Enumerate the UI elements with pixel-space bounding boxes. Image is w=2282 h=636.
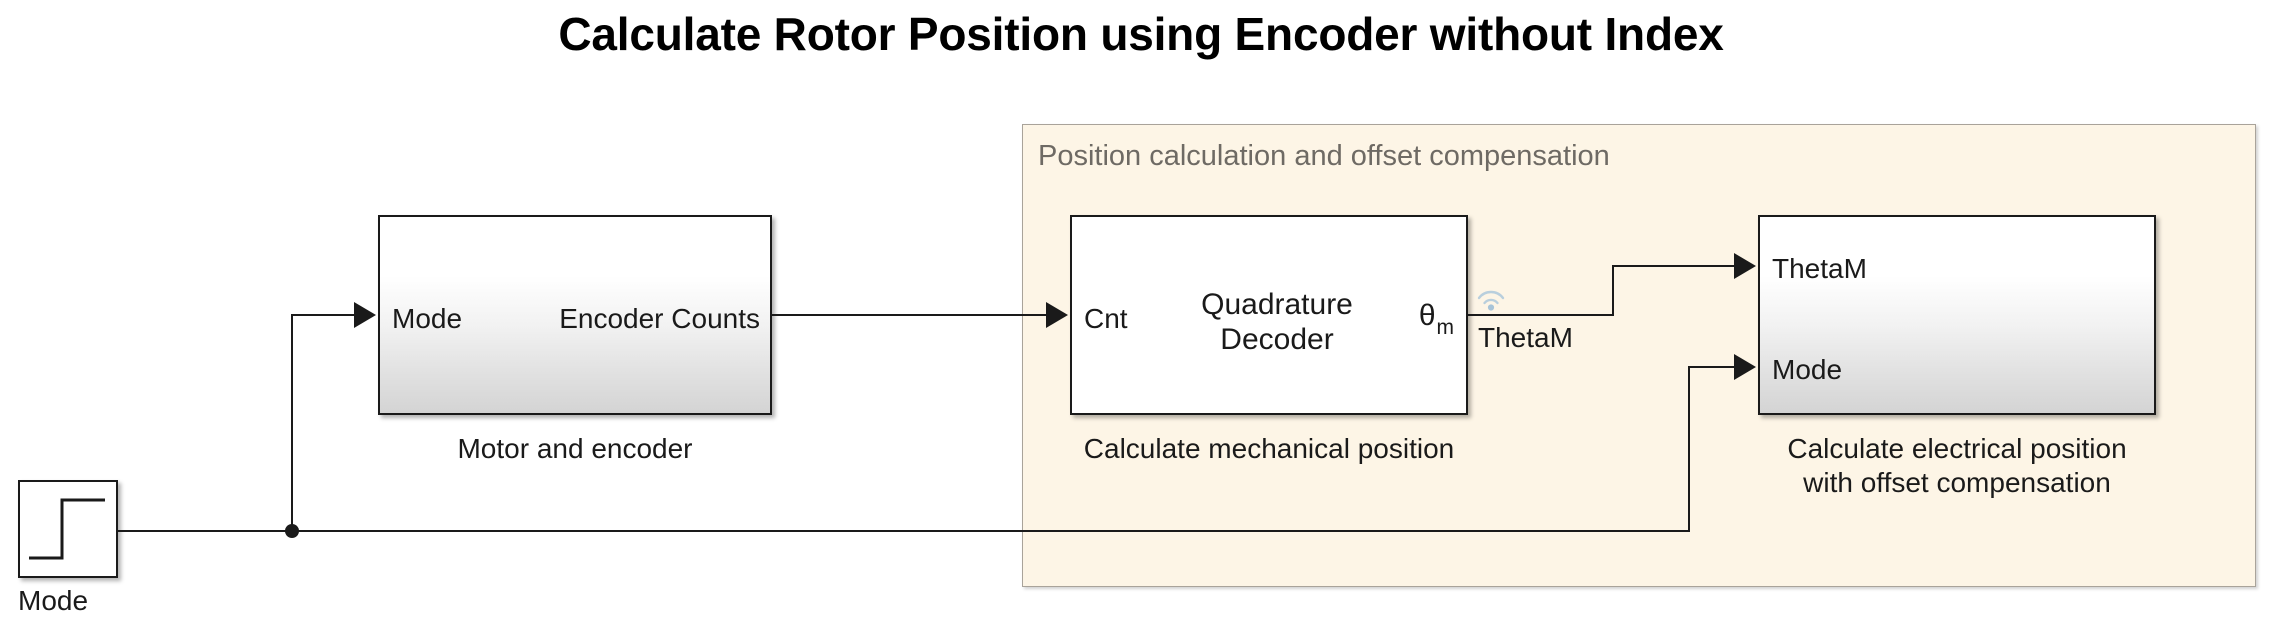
signal-logging-icon [1476, 288, 1506, 317]
arrow-motor-mode-input [354, 302, 376, 328]
port-label-electrical-theta-m-in: ThetaM [1772, 253, 1867, 284]
mode-signal-junction [285, 524, 299, 538]
wire-mode-branch-vertical [291, 314, 293, 531]
step-source-block[interactable] [18, 480, 118, 578]
signal-label-theta-m: ThetaM [1478, 322, 1573, 353]
arrow-electrical-mode-input [1734, 354, 1756, 380]
wire-theta-m-vertical [1612, 265, 1614, 316]
block-caption-calculate-electrical-position: Calculate electrical position with offse… [1787, 433, 2127, 498]
block-calculate-electrical-position[interactable]: ThetaM Mode [1758, 215, 2156, 415]
arrow-electrical-theta-m-input [1734, 253, 1756, 279]
wire-mode-riser-vertical [1688, 366, 1690, 532]
arrow-quadrature-cnt-input [1046, 302, 1068, 328]
step-source-caption: Mode [18, 585, 89, 616]
block-motor-and-encoder[interactable]: Mode Encoder Counts [378, 215, 772, 415]
wire-encoder-counts [772, 314, 1046, 316]
port-label-electrical-mode-in: Mode [1772, 354, 1843, 385]
block-body-quadrature-decoder: Quadrature Decoder [1201, 288, 1353, 357]
block-caption-motor-and-encoder: Motor and encoder [457, 433, 693, 464]
step-signal-icon [29, 498, 105, 560]
port-label-motor-mode-in: Mode [392, 303, 463, 334]
wire-mode-main-horizontal [118, 530, 1690, 532]
wire-mode-branch-horizontal [291, 314, 356, 316]
wire-theta-m-segment-1 [1468, 314, 1614, 316]
port-label-motor-encoder-counts-out: Encoder Counts [559, 303, 760, 334]
theta-symbol: θ [1418, 299, 1436, 332]
port-label-quadrature-theta-m-out: θm [1418, 299, 1455, 340]
theta-subscript: m [1436, 316, 1455, 340]
wire-theta-m-segment-2 [1612, 265, 1736, 267]
page-title: Calculate Rotor Position using Encoder w… [558, 8, 1724, 60]
wire-mode-riser-horizontal [1688, 366, 1736, 368]
subsystem-area-label: Position calculation and offset compensa… [1038, 140, 1610, 172]
port-label-quadrature-cnt-in: Cnt [1084, 303, 1128, 334]
block-quadrature-decoder[interactable]: Cnt Quadrature Decoder θm [1070, 215, 1468, 415]
block-caption-quadrature-decoder: Calculate mechanical position [1083, 433, 1455, 464]
